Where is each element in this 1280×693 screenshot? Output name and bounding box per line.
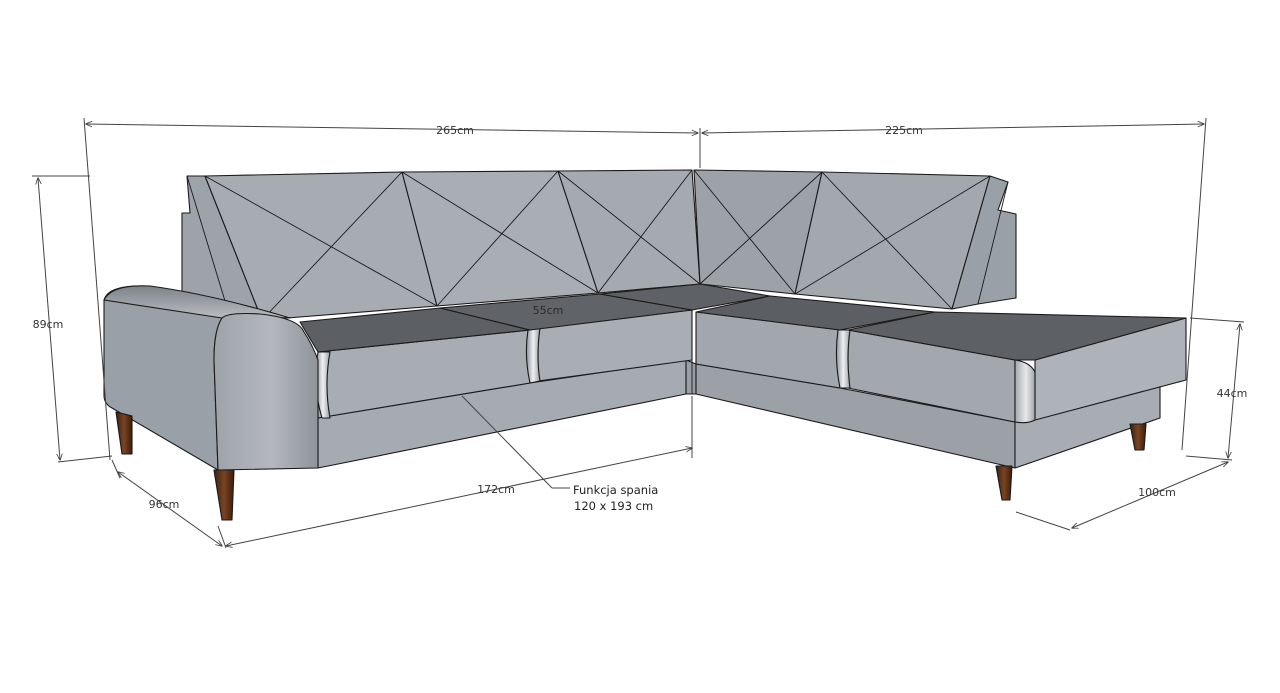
dim-line-width-left — [86, 124, 698, 133]
dim-line-width-right — [702, 124, 1204, 133]
leg-front-right — [995, 465, 1013, 501]
dim-line-height — [38, 178, 60, 460]
dim-line-seat-length — [226, 448, 692, 546]
dim-line-depth-right — [1072, 462, 1228, 528]
chaise-rounded-corner — [1014, 359, 1036, 424]
dim-line-depth-left — [118, 472, 222, 546]
label-seat-height: 44cm — [1217, 387, 1248, 400]
sleeping-function-label: Funkcja spania — [573, 483, 658, 497]
cushion-bolster-2 — [525, 327, 541, 384]
corner-base-skirt — [685, 359, 697, 395]
left-arm-front — [213, 312, 319, 471]
label-width-right: 225cm — [885, 124, 923, 137]
label-depth-left: 96cm — [149, 498, 180, 511]
label-seat-length: 172cm — [477, 483, 515, 496]
seat-top-5 — [847, 311, 1187, 361]
label-depth-right: 100cm — [1138, 486, 1176, 499]
note-leader-line — [461, 395, 553, 489]
dimension-labels: 265cm 225cm 89cm 44cm 96cm 172cm 55cm 10… — [33, 124, 1248, 513]
label-seat-depth: 55cm — [533, 304, 564, 317]
leg-front-left — [213, 469, 235, 521]
label-height: 89cm — [33, 318, 64, 331]
leg-back-left — [115, 411, 133, 455]
sofa-body — [103, 169, 1187, 471]
right-back-side-panel — [951, 175, 1017, 310]
label-width-left: 265cm — [436, 124, 474, 137]
back-stitching — [186, 169, 1009, 325]
dimension-lines — [32, 117, 1245, 549]
leg-back-right — [1129, 423, 1147, 451]
dim-line-seat-height — [1228, 324, 1240, 458]
sleeping-area-size: 120 x 193 cm — [574, 499, 653, 513]
cushion-bolster-3 — [835, 329, 851, 389]
